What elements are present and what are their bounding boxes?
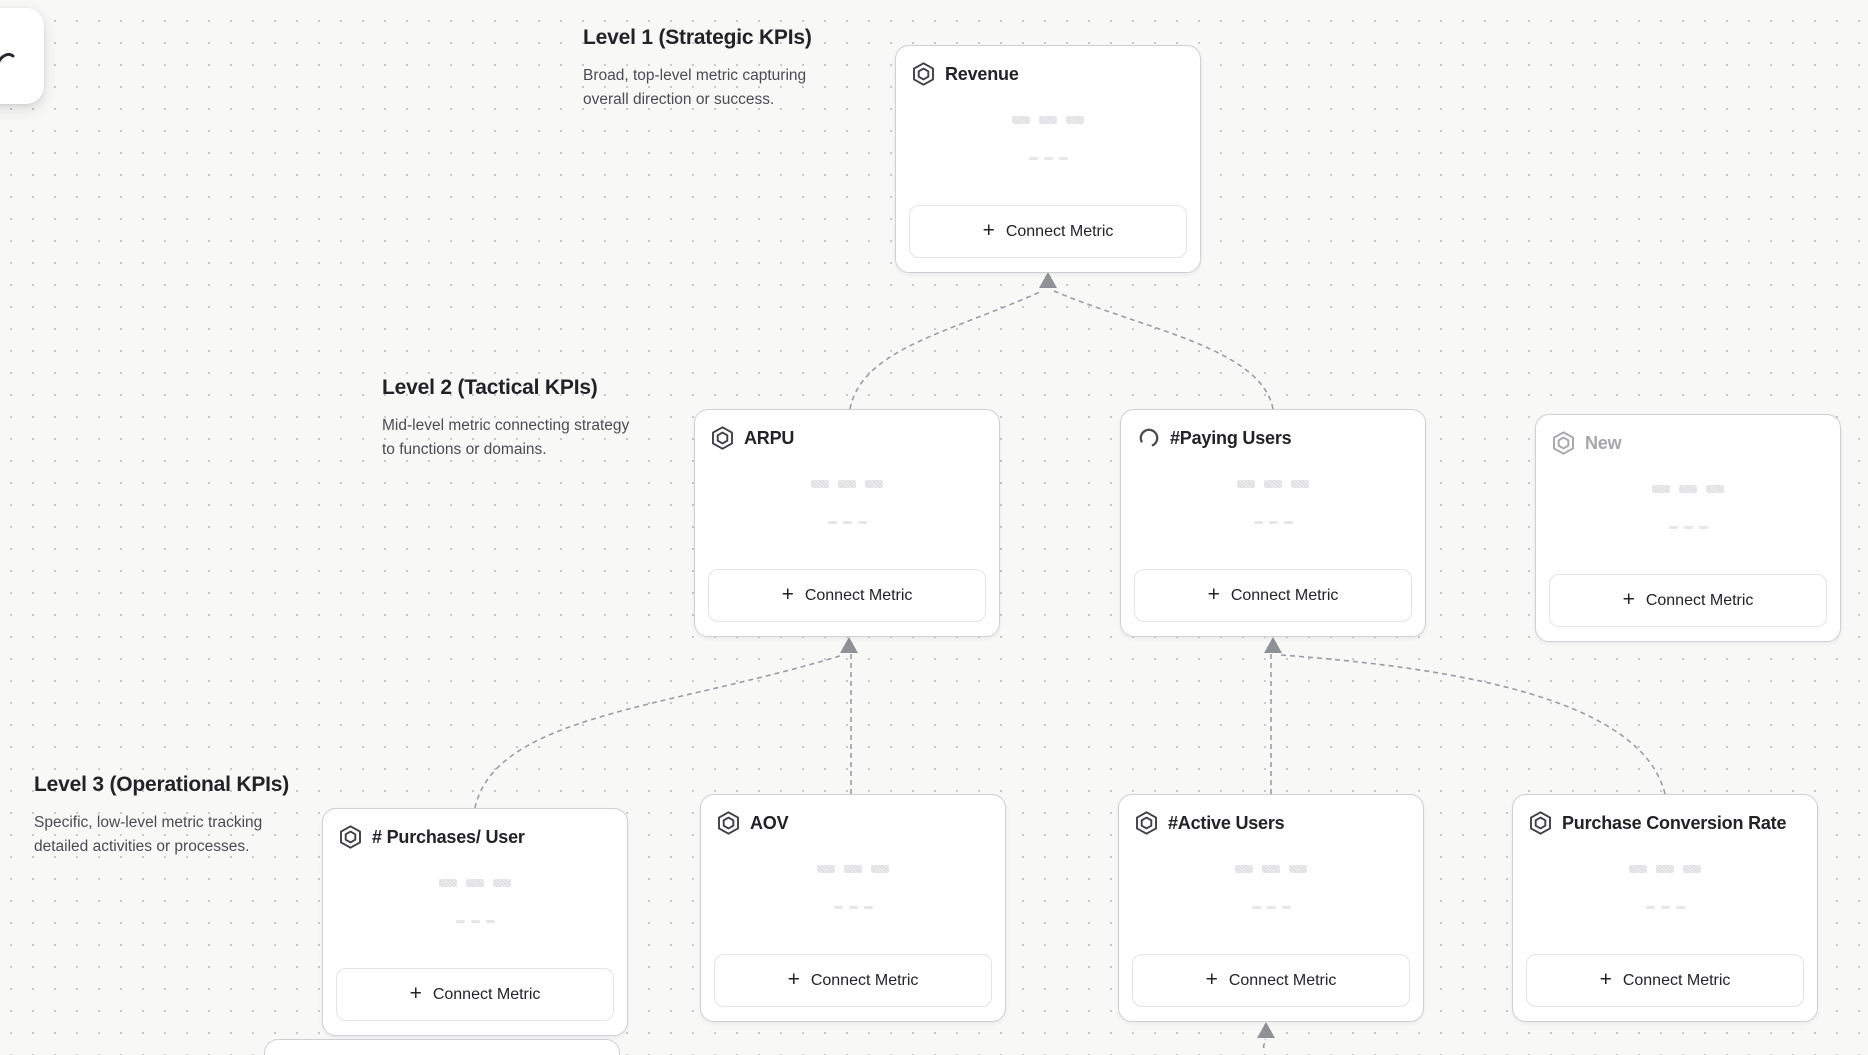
card-header: New bbox=[1552, 431, 1826, 455]
hexagon-metric-icon bbox=[717, 811, 740, 835]
metric-card-title: New bbox=[1585, 432, 1622, 453]
arrowhead-into-active-users bbox=[1257, 1022, 1275, 1038]
chart-placeholder-skeleton bbox=[896, 116, 1200, 124]
card-header: Purchase Conversion Rate bbox=[1529, 811, 1803, 835]
loading-spinner-icon bbox=[1137, 426, 1160, 450]
connect-metric-label: Connect Metric bbox=[810, 971, 919, 989]
plus-icon: + bbox=[1599, 968, 1612, 991]
metric-card-title: Revenue bbox=[945, 63, 1019, 84]
connect-metric-button[interactable]: + Connect Metric bbox=[1134, 569, 1412, 622]
metric-card-new[interactable]: New + Connect Metric bbox=[1535, 414, 1841, 642]
metric-card-purchase-conversion-rate[interactable]: Purchase Conversion Rate + Connect Metri… bbox=[1512, 794, 1818, 1022]
metric-card-paying-users[interactable]: #Paying Users + Connect Metric bbox=[1120, 409, 1426, 637]
level-1-description: Broad, top-level metric capturing overal… bbox=[583, 67, 807, 108]
card-header: Revenue bbox=[912, 62, 1186, 86]
connect-metric-label: Connect Metric bbox=[1645, 591, 1754, 609]
chart-placeholder-skeleton bbox=[695, 480, 999, 488]
level-1-title: Level 1 (Strategic KPIs) bbox=[583, 26, 812, 49]
connect-metric-button[interactable]: + Connect Metric bbox=[1526, 954, 1804, 1007]
level-2-heading-block: Level 2 (Tactical KPIs) Mid-level metric… bbox=[382, 376, 634, 462]
level-2-title: Level 2 (Tactical KPIs) bbox=[382, 376, 598, 399]
connect-metric-button[interactable]: + Connect Metric bbox=[909, 205, 1187, 258]
connect-metric-button[interactable]: + Connect Metric bbox=[1549, 574, 1827, 627]
metric-card-revenue[interactable]: Revenue + Connect Metric bbox=[895, 45, 1201, 273]
chart-placeholder-skeleton bbox=[1513, 865, 1817, 873]
chart-placeholder-skeleton bbox=[1536, 526, 1840, 529]
chart-placeholder-skeleton bbox=[1513, 906, 1817, 909]
connect-metric-button[interactable]: + Connect Metric bbox=[1132, 954, 1410, 1007]
chart-placeholder-skeleton bbox=[1121, 480, 1425, 488]
chart-placeholder-skeleton bbox=[323, 879, 627, 887]
level-3-description: Specific, low-level metric tracking deta… bbox=[34, 814, 263, 855]
metric-card-title: AOV bbox=[750, 812, 789, 833]
card-header: #Paying Users bbox=[1137, 426, 1411, 450]
connect-metric-label: Connect Metric bbox=[432, 985, 541, 1003]
hexagon-metric-icon bbox=[339, 825, 362, 849]
plus-icon: + bbox=[787, 968, 800, 991]
chart-placeholder-skeleton bbox=[896, 157, 1200, 160]
chart-placeholder-skeleton bbox=[701, 865, 1005, 873]
card-header: ARPU bbox=[711, 426, 985, 450]
connect-metric-button[interactable]: + Connect Metric bbox=[708, 569, 986, 622]
arrowhead-into-arpu bbox=[840, 637, 858, 653]
cursor-tool-icon bbox=[0, 52, 15, 63]
metric-card-purchases-per-user[interactable]: # Purchases/ User + Connect Metric bbox=[322, 808, 628, 1036]
hexagon-metric-icon bbox=[1552, 431, 1575, 455]
chart-placeholder-skeleton bbox=[1119, 865, 1423, 873]
metric-card-title: #Active Users bbox=[1168, 812, 1285, 833]
card-header: #Active Users bbox=[1135, 811, 1409, 835]
metric-card-aov[interactable]: AOV + Connect Metric bbox=[700, 794, 1006, 1022]
plus-icon: + bbox=[1205, 968, 1218, 991]
connect-metric-label: Connect Metric bbox=[1622, 971, 1731, 989]
toolbar-panel[interactable] bbox=[0, 8, 44, 104]
card-header: # Purchases/ User bbox=[339, 825, 613, 849]
metric-card-title: #Paying Users bbox=[1170, 427, 1292, 448]
connect-metric-label: Connect Metric bbox=[804, 586, 913, 604]
hexagon-metric-icon bbox=[711, 426, 734, 450]
level-2-description: Mid-level metric connecting strategy to … bbox=[382, 417, 630, 458]
hexagon-metric-icon bbox=[912, 62, 935, 86]
metric-card-title: ARPU bbox=[744, 427, 795, 448]
metric-card-title: Purchase Conversion Rate bbox=[1562, 812, 1787, 833]
connect-metric-label: Connect Metric bbox=[1005, 222, 1114, 240]
plus-icon: + bbox=[409, 982, 422, 1005]
metric-card-arpu[interactable]: ARPU + Connect Metric bbox=[694, 409, 1000, 637]
plus-icon: + bbox=[982, 219, 995, 242]
level-3-title: Level 3 (Operational KPIs) bbox=[34, 773, 290, 796]
connect-metric-label: Connect Metric bbox=[1230, 586, 1339, 604]
chart-placeholder-skeleton bbox=[323, 920, 627, 923]
chart-placeholder-skeleton bbox=[701, 906, 1005, 909]
hexagon-metric-icon bbox=[1529, 811, 1552, 835]
chart-placeholder-skeleton bbox=[1121, 521, 1425, 524]
plus-icon: + bbox=[1207, 583, 1220, 606]
metric-card-title: # Purchases/ User bbox=[372, 826, 525, 847]
level-3-heading-block: Level 3 (Operational KPIs) Specific, low… bbox=[34, 773, 289, 859]
arrowhead-into-revenue bbox=[1039, 272, 1057, 288]
card-header: AOV bbox=[717, 811, 991, 835]
hexagon-metric-icon bbox=[1135, 811, 1158, 835]
arrowhead-into-paying-users bbox=[1264, 637, 1282, 653]
chart-placeholder-skeleton bbox=[1536, 485, 1840, 493]
connect-metric-button[interactable]: + Connect Metric bbox=[336, 968, 614, 1021]
plus-icon: + bbox=[1622, 588, 1635, 611]
connect-metric-button[interactable]: + Connect Metric bbox=[714, 954, 992, 1007]
plus-icon: + bbox=[781, 583, 794, 606]
chart-placeholder-skeleton bbox=[695, 521, 999, 524]
metric-card-partial-offscreen[interactable] bbox=[264, 1039, 620, 1055]
connect-metric-label: Connect Metric bbox=[1228, 971, 1337, 989]
level-1-heading-block: Level 1 (Strategic KPIs) Broad, top-leve… bbox=[583, 26, 835, 112]
chart-placeholder-skeleton bbox=[1119, 906, 1423, 909]
metric-card-active-users[interactable]: #Active Users + Connect Metric bbox=[1118, 794, 1424, 1022]
